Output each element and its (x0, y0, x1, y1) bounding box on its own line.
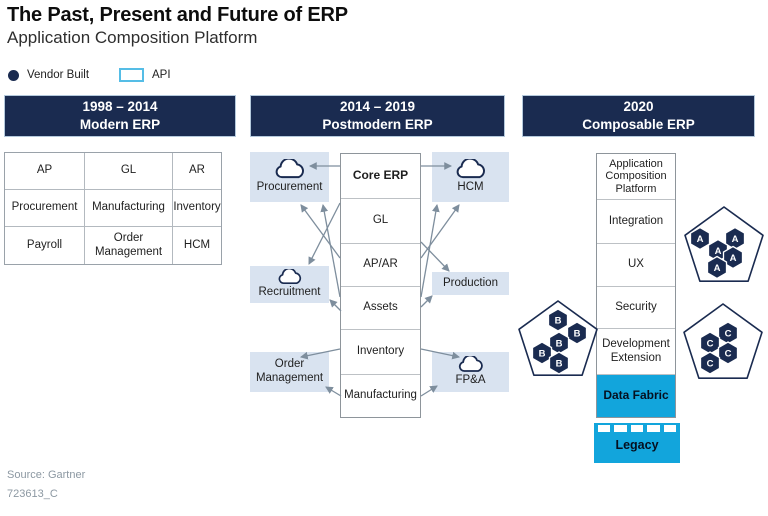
hex-letter-a: A (730, 253, 737, 264)
satellite-production: Production (432, 272, 509, 295)
stack-assets: Assets (341, 286, 420, 329)
hex-letter-b: B (556, 338, 563, 349)
hexagon-cluster-a: A A A A A (689, 226, 746, 280)
core-erp-stack: Core ERP GL AP/AR Assets Inventory Manuf… (340, 153, 421, 418)
legend-api: API (119, 68, 171, 82)
composable-name: Composable ERP (582, 117, 695, 132)
hex-letter-b: B (555, 315, 562, 326)
hex-letter-a: A (697, 234, 704, 245)
table-cell-payroll: Payroll (5, 226, 84, 264)
hex-letter-a: A (732, 234, 739, 245)
table-cell-hcm: HCM (172, 226, 221, 264)
table-cell-inventory: Inventory (172, 189, 221, 226)
hex-letter-a: A (714, 263, 721, 274)
satellite-procurement-label: Procurement (256, 181, 323, 194)
table-cell-manufacturing: Manufacturing (84, 189, 172, 226)
legend: Vendor Built API (8, 68, 171, 82)
stack-inventory: Inventory (341, 329, 420, 374)
cloud-icon (458, 356, 483, 372)
legacy-studs-icon (594, 425, 680, 432)
satellite-hcm: HCM (432, 152, 509, 202)
table-cell-ap: AP (5, 153, 84, 189)
pentagon-a-apps: A A A A A (684, 206, 764, 282)
composable-period: 2020 (623, 98, 654, 114)
satellite-recruitment-label: Recruitment (258, 286, 321, 299)
stack-gl: GL (341, 198, 420, 243)
hex-letter-c: C (725, 328, 732, 339)
legend-vendor-built-label: Vendor Built (27, 69, 90, 81)
pentagon-c-apps: C C C C (683, 303, 763, 379)
stack-integration: Integration (597, 199, 675, 243)
table-cell-gl: GL (84, 153, 172, 189)
postmodern-period: 2014 – 2019 (339, 98, 416, 114)
header-composable-erp: 2020 Composable ERP (522, 95, 755, 137)
vendor-built-dot-icon (8, 69, 19, 81)
satellite-recruitment: Recruitment (250, 266, 329, 303)
pentagon-b-apps: B B B B B (518, 300, 598, 376)
api-swatch-icon (119, 68, 145, 82)
header-postmodern-erp: 2014 – 2019 Postmodern ERP (250, 95, 505, 137)
hex-letter-c: C (707, 338, 714, 349)
hex-letter-c: C (725, 348, 732, 359)
hexagon-cluster-b: B B B B B (531, 308, 588, 375)
document-id: 723613_C (7, 488, 58, 500)
legend-vendor-built: Vendor Built (8, 69, 89, 81)
stack-data-fabric: Data Fabric (597, 374, 675, 417)
hex-letter-b: B (574, 328, 581, 339)
hexagon-cluster-c: C C C C (699, 321, 739, 375)
table-cell-procurement: Procurement (5, 189, 84, 226)
page-title: The Past, Present and Future of ERP (7, 4, 348, 26)
hex-letter-b: B (556, 358, 563, 369)
table-cell-ar: AR (172, 153, 221, 189)
satellite-production-label: Production (443, 276, 498, 289)
modern-name: Modern ERP (79, 117, 161, 132)
header-modern-erp: 1998 – 2014 Modern ERP (4, 95, 236, 137)
legacy-brick: Legacy (594, 423, 680, 463)
hex-letter-b: B (539, 348, 546, 359)
legend-api-label: API (152, 69, 171, 81)
stack-ux: UX (597, 243, 675, 286)
modern-erp-table: AP GL AR Procurement Manufacturing Inven… (4, 152, 222, 265)
stack-security: Security (597, 286, 675, 328)
page-subtitle: Application Composition Platform (7, 28, 258, 47)
satellite-fpa-label: FP&A (455, 374, 486, 387)
stack-manufacturing: Manufacturing (341, 374, 420, 417)
cloud-icon (278, 269, 301, 285)
modern-period: 1998 – 2014 (82, 98, 158, 114)
table-cell-order-management: Order Management (84, 226, 172, 264)
cloud-icon (456, 159, 485, 179)
stack-core-erp: Core ERP (352, 168, 409, 183)
source-note: Source: Gartner (7, 469, 86, 481)
stack-ap-ar: AP/AR (341, 243, 420, 286)
satellite-order-management-label: Order Management (255, 358, 324, 384)
stack-development-extension: Development Extension (597, 328, 675, 374)
composable-stack: Application Composition Platform Integra… (596, 153, 676, 418)
satellite-order-management: Order Management (250, 352, 329, 392)
satellite-fpa: FP&A (432, 352, 509, 392)
satellite-hcm-label: HCM (457, 181, 484, 194)
postmodern-name: Postmodern ERP (322, 117, 433, 132)
hex-letter-a: A (715, 246, 722, 257)
cloud-icon (275, 159, 304, 179)
legacy-label: Legacy (615, 438, 659, 452)
hex-letter-c: C (707, 358, 714, 369)
stack-app-composition-platform: Application Composition Platform (605, 157, 667, 195)
satellite-procurement: Procurement (250, 152, 329, 202)
